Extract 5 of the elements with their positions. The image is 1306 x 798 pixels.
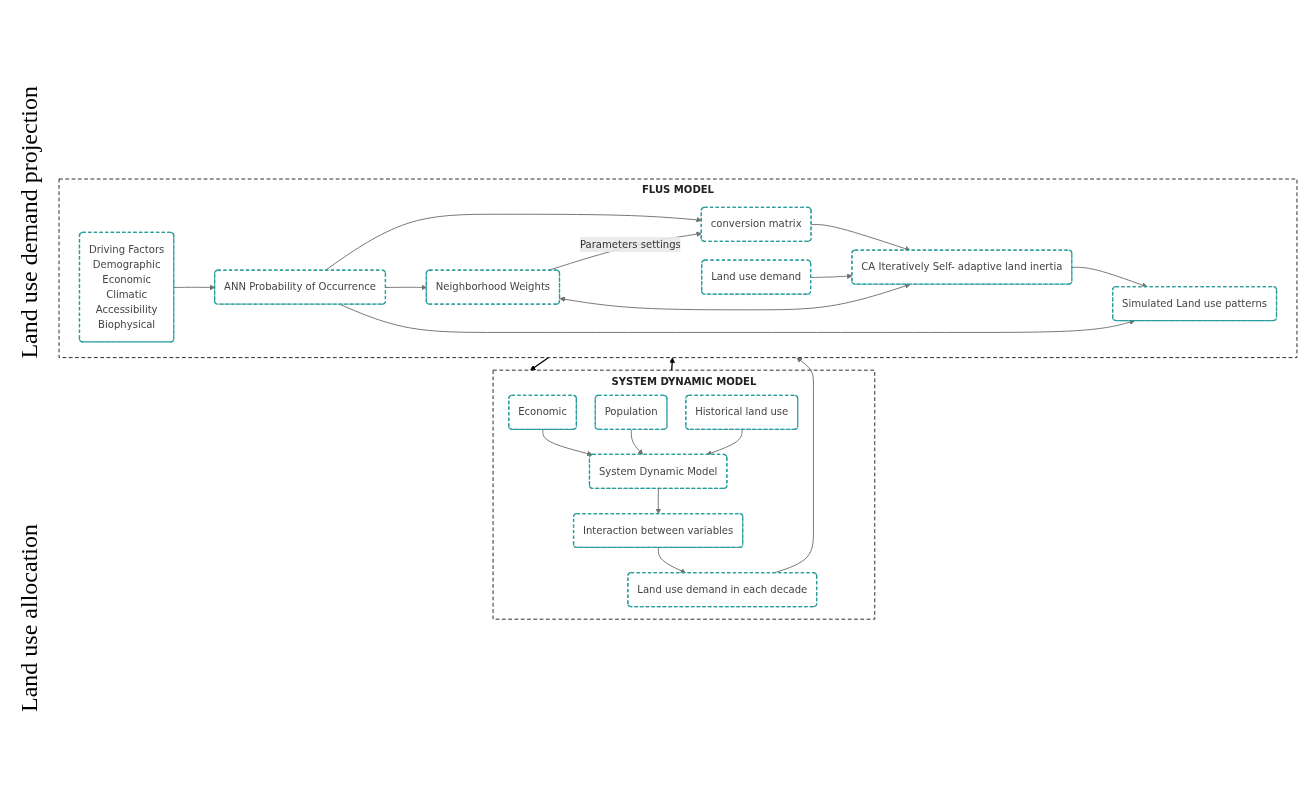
side-label: Land use allocation — [15, 523, 43, 712]
arrow — [530, 356, 550, 371]
edge-label: Parameters settings — [579, 238, 681, 250]
arrow — [669, 357, 675, 371]
side-label: Land use demand projection — [15, 86, 43, 359]
